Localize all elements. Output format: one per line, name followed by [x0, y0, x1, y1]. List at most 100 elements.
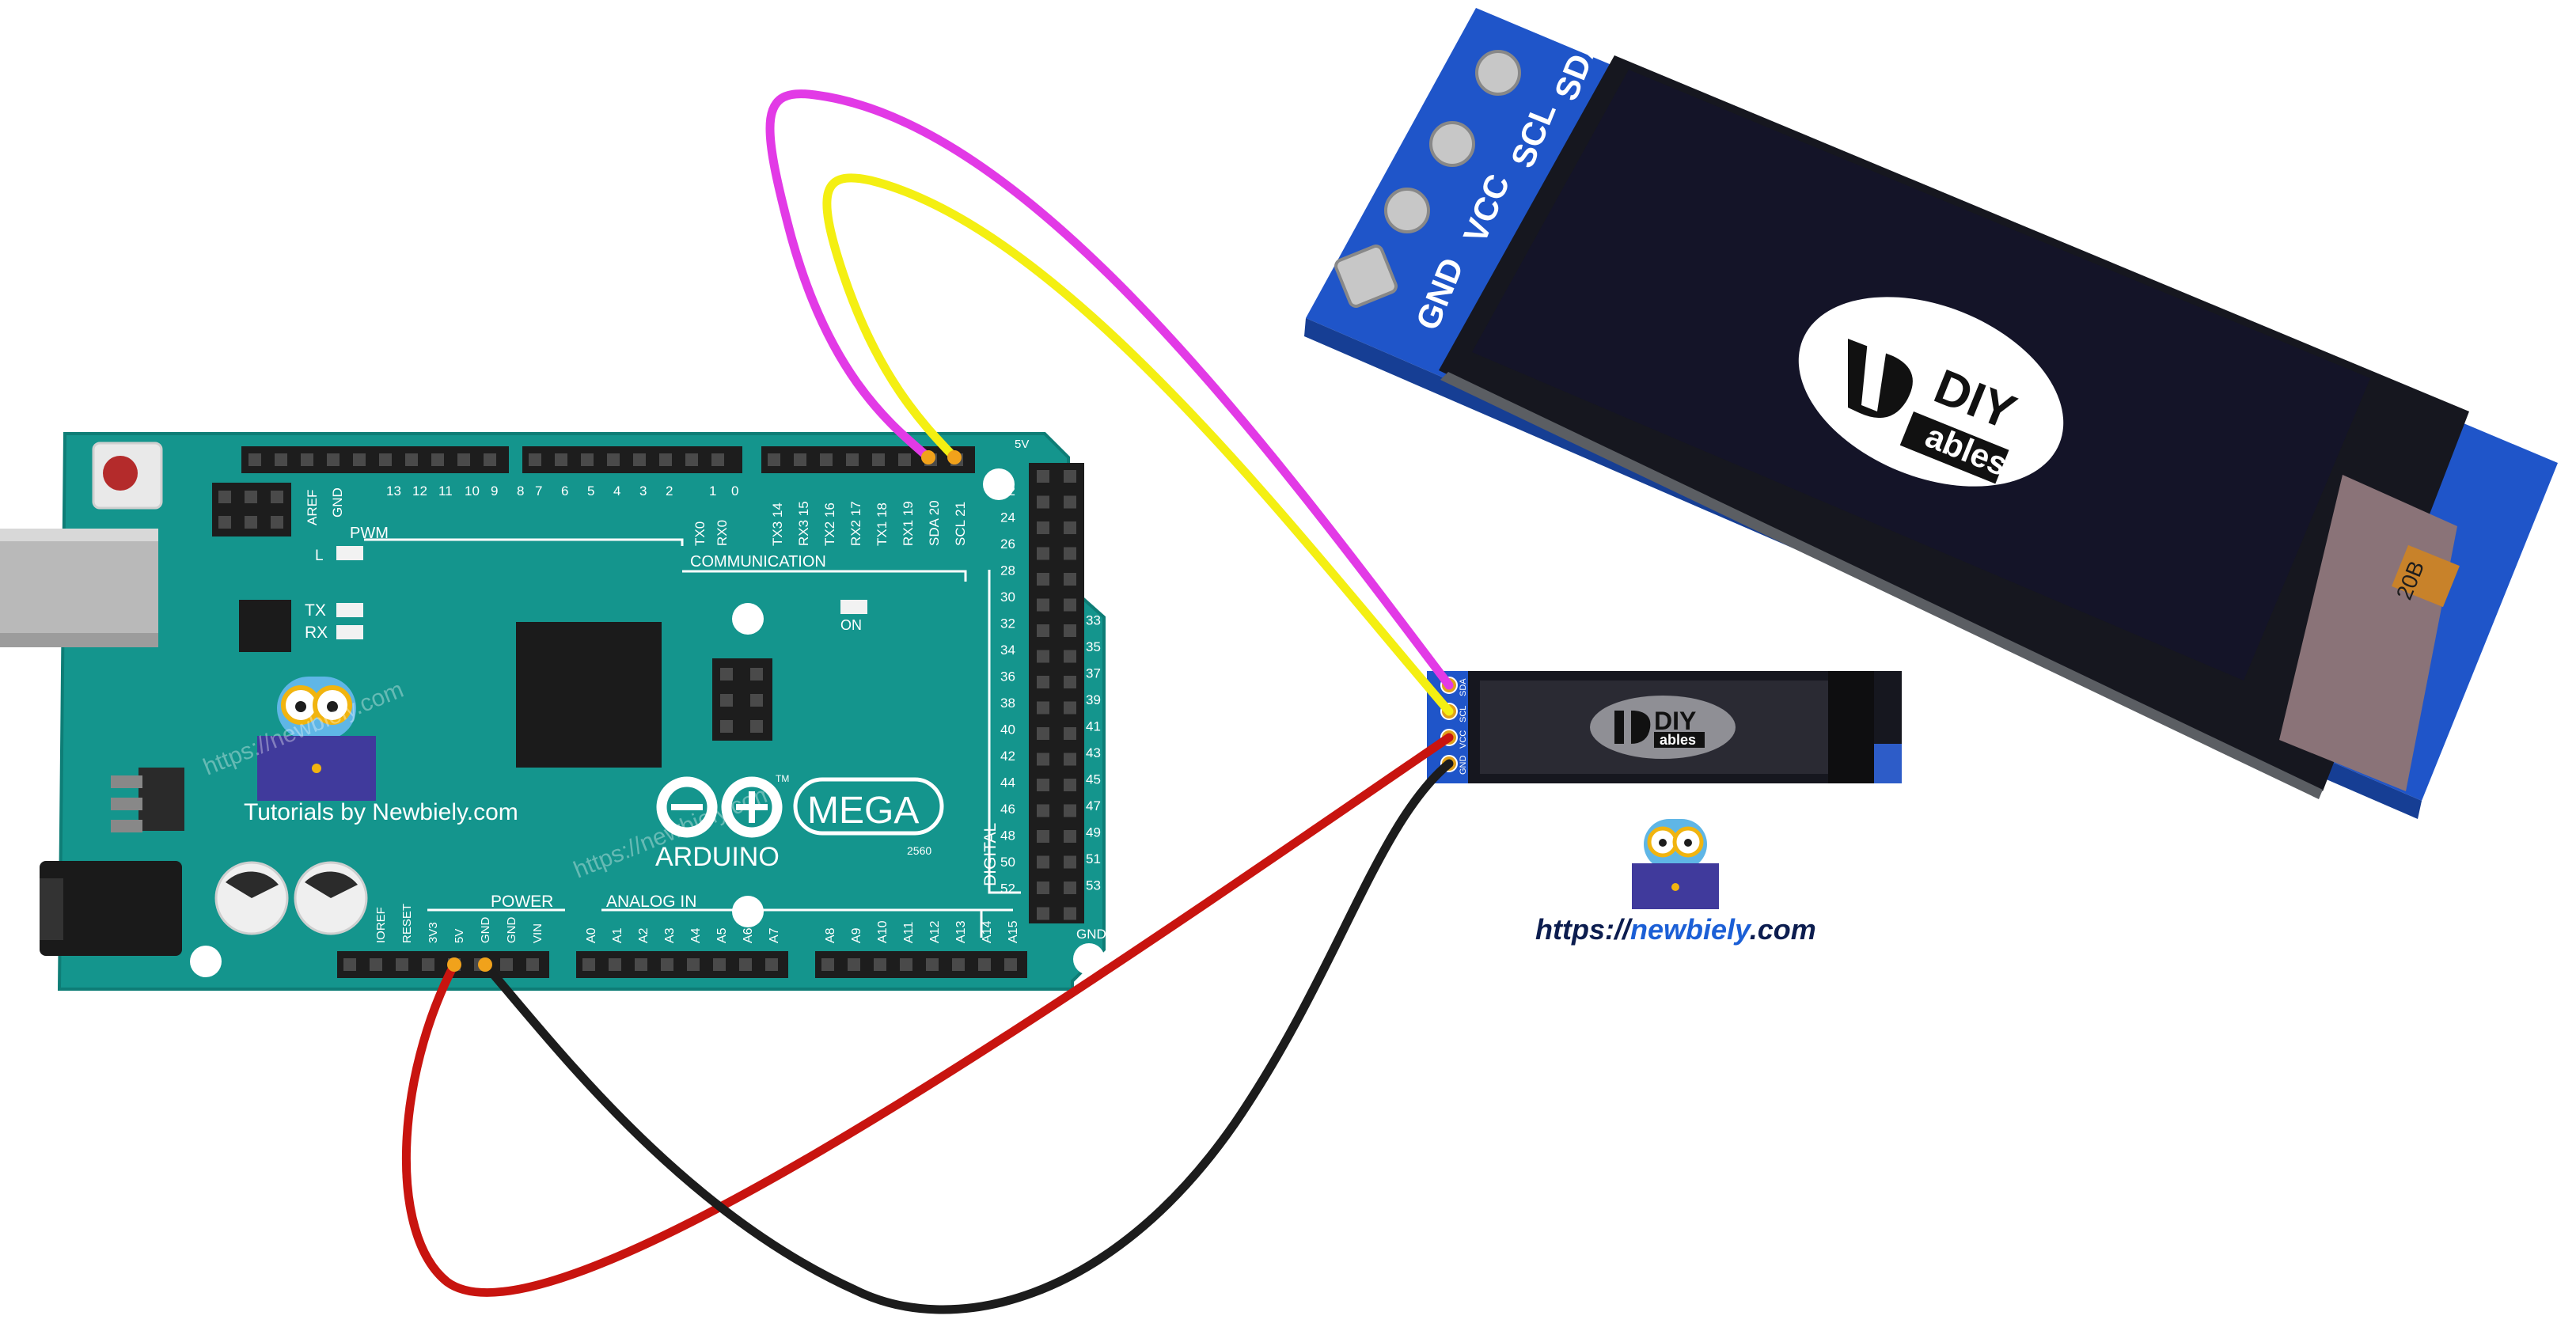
pin-label-power: IOREF	[374, 907, 388, 943]
mega-badge	[793, 777, 944, 836]
pin-label-pwm: 7	[535, 483, 542, 499]
power-header	[337, 951, 549, 978]
pin-label-analog: A6	[742, 927, 755, 943]
header-pin-hole	[581, 453, 594, 466]
pin-label-analog: A13	[954, 920, 968, 943]
on-label: ON	[840, 617, 862, 633]
header-pin-hole	[1064, 882, 1076, 894]
header-pin-hole	[1004, 958, 1017, 971]
header-pin-hole	[431, 453, 444, 466]
header-pin-hole	[1064, 495, 1076, 509]
header-pin-hole	[720, 668, 733, 681]
header-pin-hole	[1064, 470, 1076, 483]
digital-label: DIGITAL	[981, 823, 1000, 886]
pin-label-pwm: 11	[438, 483, 453, 499]
brand-url-name: newbiely	[1630, 913, 1752, 946]
header-pin-hole	[1037, 598, 1049, 612]
header-pin-hole	[846, 453, 859, 466]
pin-label-analog: A14	[981, 920, 994, 943]
pin-label-digital: 47	[1086, 798, 1101, 813]
header-pin-hole	[750, 668, 763, 681]
pin-label-digital: 52	[1000, 882, 1015, 897]
header-pin-hole	[720, 694, 733, 707]
header-pin-hole	[1064, 753, 1076, 766]
pin-label-communication: RX3 15	[796, 501, 811, 546]
arduino-tm: TM	[776, 773, 789, 784]
communication-label: COMMUNICATION	[690, 553, 826, 571]
header-pin-hole	[1037, 470, 1049, 483]
pin-label-digital: 46	[1000, 802, 1015, 817]
pin-label-analog: A5	[715, 927, 729, 943]
usb-connector	[0, 529, 158, 647]
mounting-hole	[1073, 943, 1105, 975]
header-pin-hole	[301, 453, 313, 466]
brand-url-prefix: https://	[1535, 913, 1633, 946]
header-pin-hole	[874, 958, 886, 971]
pin-label-analog: A1	[611, 927, 624, 943]
header-pin-hole	[633, 453, 646, 466]
header-pin-hole	[218, 516, 231, 529]
header-pin-hole	[396, 958, 408, 971]
header-pin-hole	[555, 453, 567, 466]
pin-label-analog: A12	[928, 920, 942, 943]
pin-label-digital: 41	[1086, 719, 1101, 734]
pin-label-digital: 22	[1000, 483, 1015, 499]
header-pin-hole	[1064, 727, 1076, 740]
oled-small-pin-vcc: VCC	[1459, 730, 1468, 749]
capacitor	[294, 861, 368, 935]
pin-label-analog: A3	[663, 927, 677, 943]
header-pin-hole	[1037, 521, 1049, 534]
pin-label-analog: A11	[902, 922, 916, 943]
pin-label-power: RESET	[400, 904, 414, 943]
header-pin-hole	[1064, 779, 1076, 791]
oled-small-pin-scl: SCL	[1459, 706, 1468, 722]
oled-large-watermark: com	[1774, 56, 1873, 136]
pin-label-digital: 30	[1000, 590, 1015, 605]
header-pin-hole	[794, 453, 806, 466]
header-pin-hole	[609, 958, 621, 971]
header-pin-hole	[1037, 855, 1049, 869]
pin-label-pwm: 12	[412, 483, 427, 499]
pin-label-digital: 51	[1086, 851, 1101, 866]
newbiely-owl-icon	[1632, 819, 1719, 909]
header-pin-hole	[1064, 650, 1076, 663]
tx-label: TX	[305, 601, 326, 620]
header-pin-hole	[750, 720, 763, 733]
pin-label-power: 5V	[453, 929, 466, 943]
usb-chip	[239, 600, 291, 652]
arduino-mega-board: AREF GND PWM L TX RX ON TX0 RX0 1 0 COMM…	[0, 432, 1106, 991]
capacitor	[214, 861, 289, 935]
pin-1-label: 1	[709, 483, 716, 499]
header-pin-hole	[327, 453, 340, 466]
rx0-label: RX0	[715, 520, 730, 546]
header-pin-hole	[1064, 804, 1076, 817]
header-pin-hole	[1037, 804, 1049, 817]
pin-label-power: VIN	[531, 923, 544, 943]
header-pin-hole	[1064, 547, 1076, 560]
pin-label-communication: SDA 20	[927, 500, 942, 546]
header-pin-hole	[1064, 676, 1076, 688]
header-pin-hole	[529, 453, 541, 466]
header-pin-hole	[1037, 495, 1049, 509]
wire-5v	[401, 733, 1454, 1297]
tx0-label: TX0	[692, 521, 708, 546]
header-pin-hole	[978, 958, 991, 971]
pin-label-pwm: 13	[386, 483, 401, 499]
pin-label-communication: TX2 16	[822, 502, 837, 546]
wire-sda	[765, 89, 1454, 690]
pin-label-pwm: 6	[561, 483, 568, 499]
pwm-label: PWM	[350, 525, 389, 542]
header-pin-hole	[1037, 624, 1049, 637]
header-pin-hole	[1064, 521, 1076, 534]
header-pin-hole	[1037, 701, 1049, 715]
pin-label-communication: TX1 18	[874, 502, 890, 546]
power-label: POWER	[491, 893, 553, 911]
rx-label: RX	[305, 624, 328, 642]
header-pins	[218, 453, 1076, 971]
gnd-label-top: GND	[330, 487, 345, 518]
pin-label-analog: A7	[768, 927, 781, 943]
pin-label-communication: RX2 17	[848, 501, 863, 546]
pin-label-digital: 43	[1086, 745, 1101, 760]
